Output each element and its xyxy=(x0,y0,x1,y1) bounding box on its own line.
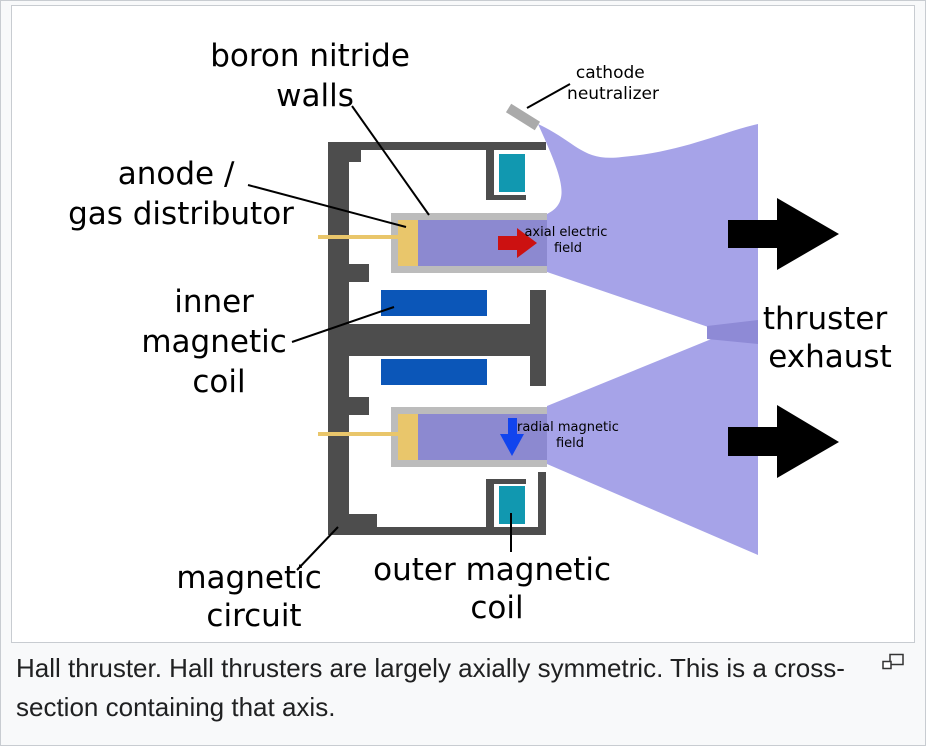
anode-upper xyxy=(398,220,418,266)
leader-lines xyxy=(247,83,571,571)
diagram-frame[interactable]: boron nitride walls cathode neutralizer … xyxy=(11,5,915,643)
cathode-neutralizer xyxy=(505,103,541,131)
label-boron-nitride-walls: boron nitride walls xyxy=(210,38,420,114)
plasma-plume-lower xyxy=(547,320,758,555)
plasma-plume-upper xyxy=(538,124,758,344)
outer-magnetic-coil-upper xyxy=(499,154,525,192)
magnetic-circuit-body xyxy=(328,142,546,535)
label-axial-electric-field: axial electric field xyxy=(524,225,611,256)
label-magnetic-circuit: magnetic circuit xyxy=(176,560,331,634)
enlarge-icon[interactable] xyxy=(881,653,905,671)
radial-magnetic-field-arrow xyxy=(500,418,524,456)
exhaust-arrow-lower xyxy=(728,405,839,478)
label-thruster-exhaust: thruster exhaust xyxy=(763,301,897,375)
label-inner-magnetic-coil: inner magnetic coil xyxy=(141,284,296,400)
exhaust-arrow-upper xyxy=(728,198,839,270)
inner-magnetic-coil-lower xyxy=(381,359,487,385)
figure-caption: Hall thruster. Hall thrusters are largel… xyxy=(16,653,845,722)
inner-magnetic-coil-upper xyxy=(381,290,487,316)
anode-lower xyxy=(398,414,418,460)
hall-thruster-diagram: boron nitride walls cathode neutralizer … xyxy=(68,38,897,634)
label-anode-gas-distributor: anode / gas distributor xyxy=(68,156,294,232)
gas-feed-upper xyxy=(318,235,398,239)
plasma-overlap xyxy=(707,320,758,344)
label-outer-magnetic-coil: outer magnetic coil xyxy=(373,552,621,626)
label-cathode-neutralizer: cathode neutralizer xyxy=(567,63,659,104)
gas-feed-lower xyxy=(318,432,398,436)
axial-electric-field-arrow xyxy=(498,228,537,258)
label-radial-magnetic-field: radial magnetic field xyxy=(517,420,623,451)
